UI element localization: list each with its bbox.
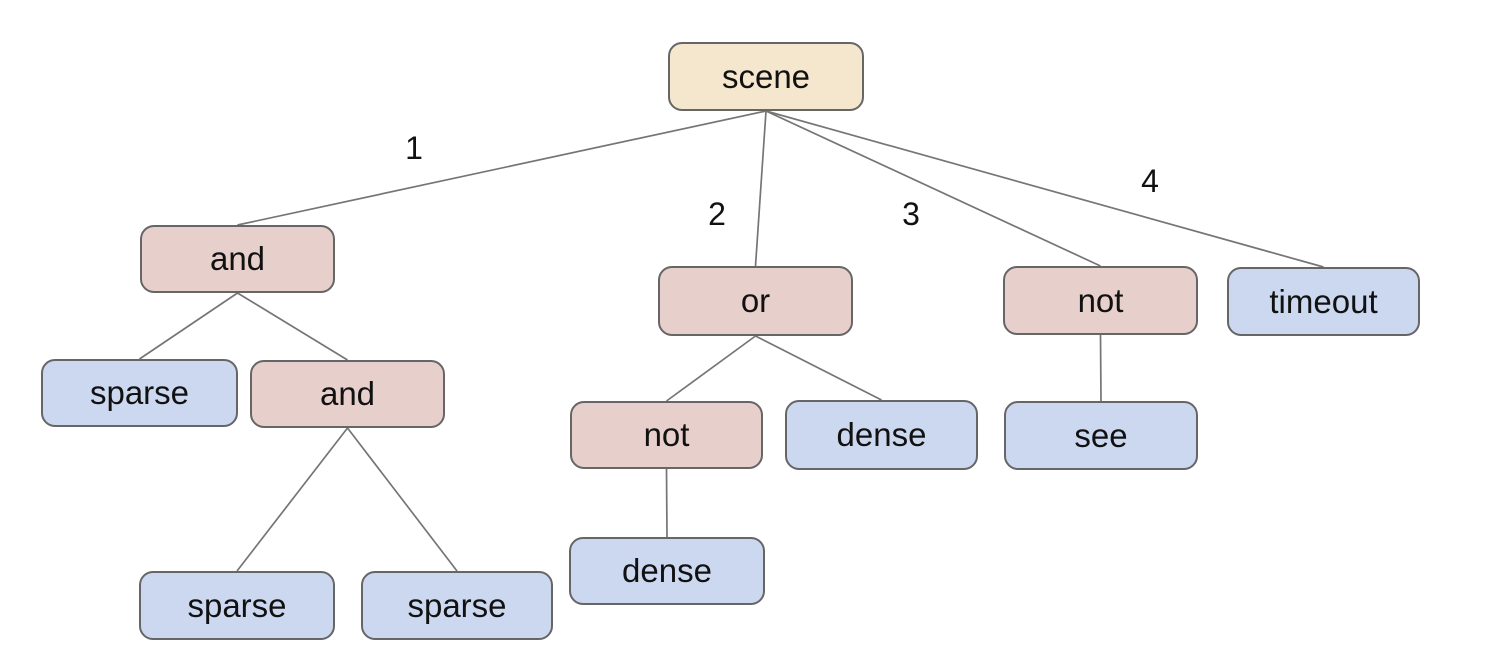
edge-and2-sparse2	[236, 427, 349, 572]
tree-node-dense2: dense	[569, 537, 765, 605]
edge-scene-or1	[754, 110, 767, 267]
edge-or1-not2	[665, 335, 757, 402]
edge-not2-dense2	[665, 468, 668, 538]
tree-node-dense1: dense	[785, 400, 978, 470]
edge-or1-dense1	[755, 335, 882, 401]
tree-node-and2: and	[250, 360, 445, 428]
edge-label-4: 4	[1141, 163, 1159, 199]
tree-node-and1: and	[140, 225, 335, 293]
tree-node-sparse1: sparse	[41, 359, 238, 427]
edge-and2-sparse3	[346, 427, 458, 572]
edge-scene-timeout	[765, 110, 1324, 268]
tree-node-timeout: timeout	[1227, 267, 1420, 336]
tree-node-sparse3: sparse	[361, 571, 553, 640]
tree-node-not1: not	[1003, 266, 1198, 335]
tree-node-sparse2: sparse	[139, 571, 335, 640]
edge-label-1: 1	[405, 130, 423, 166]
edge-and1-sparse1	[139, 292, 238, 360]
edge-label-2: 2	[708, 196, 726, 232]
tree-node-see: see	[1004, 401, 1198, 470]
edge-and1-and2	[237, 292, 348, 361]
tree-node-not2: not	[570, 401, 763, 469]
edge-not1-see	[1099, 334, 1102, 402]
edge-label-3: 3	[902, 196, 920, 232]
edge-scene-not1	[765, 110, 1101, 267]
tree-node-scene: scene	[668, 42, 864, 111]
tree-node-or1: or	[658, 266, 853, 336]
edge-scene-and1	[237, 110, 767, 226]
